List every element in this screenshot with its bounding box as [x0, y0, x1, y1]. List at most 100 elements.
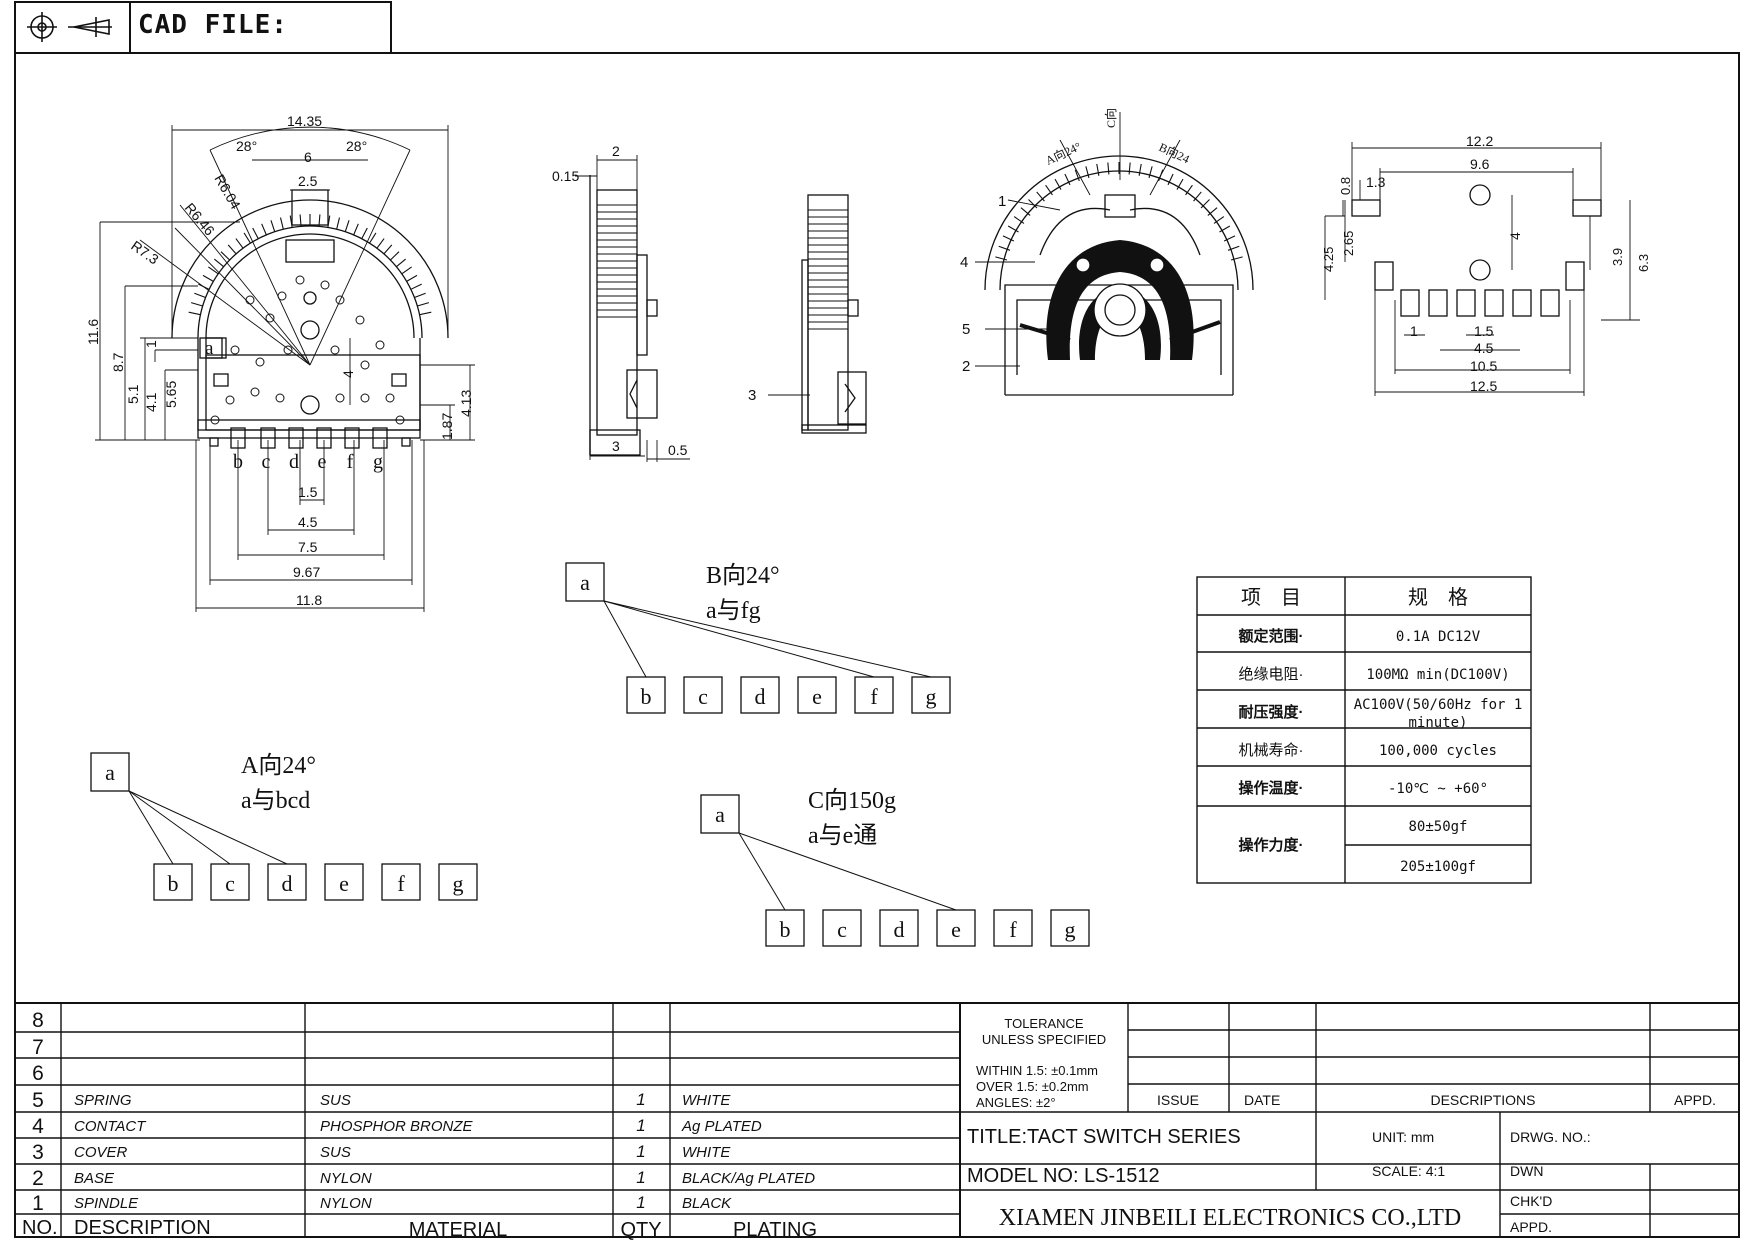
- bom-mat-1: NYLON: [320, 1195, 372, 1212]
- dim-side-0-5: 0.5: [668, 442, 688, 458]
- dim-angle-right: 28°: [346, 138, 367, 154]
- date-header: DATE: [1244, 1092, 1280, 1108]
- circuit-b-box-d: [740, 676, 780, 714]
- spec-value-3: 100,000 cycles: [1379, 743, 1497, 759]
- bom-mat-4: PHOSPHOR BRONZE: [320, 1118, 474, 1135]
- bom-no-5: 5: [32, 1089, 44, 1112]
- circuit-c-a-box: [700, 794, 740, 834]
- dir-c-label: C向: [1103, 108, 1118, 128]
- spec-head-value: 规 格: [1408, 586, 1468, 609]
- dim-4-5-front: 4.5: [298, 514, 318, 530]
- section-view: [975, 112, 1254, 396]
- dim-pcb-12-5: 12.5: [1470, 378, 1497, 394]
- bom-no-8: 8: [32, 1009, 44, 1032]
- spec-value-5-b: 205±100gf: [1400, 859, 1476, 875]
- bom-qty-4: 1: [636, 1116, 645, 1135]
- circuit-b-pin-b: b: [641, 684, 652, 709]
- issue-header: ISSUE: [1157, 1092, 1199, 1108]
- circuit-c-pin-f: f: [1009, 917, 1017, 942]
- dim-r604: R6.04: [211, 172, 244, 213]
- circuit-c-box-f: [993, 909, 1033, 947]
- appd-label: APPD.: [1510, 1219, 1552, 1235]
- sheet-border: [14, 52, 1740, 1238]
- unit-text: UNIT: mm: [1372, 1129, 1434, 1145]
- front-pin-label-e: e: [318, 451, 327, 473]
- bom-qty-1: 1: [636, 1193, 645, 1212]
- dim-4-13: 4.13: [458, 390, 474, 417]
- dim-pcb-10-5: 10.5: [1470, 358, 1497, 374]
- chkd-label: CHK'D: [1510, 1193, 1552, 1209]
- circuit-b-pin-f: f: [870, 684, 878, 709]
- circuit-b-a-box: [565, 562, 605, 602]
- bom-no-1: 1: [32, 1192, 44, 1215]
- spec-value-5: 80±50gf: [1408, 819, 1467, 835]
- dim-r73: R7.3: [128, 237, 162, 267]
- bom-head-material: MATERIAL: [409, 1219, 508, 1240]
- circuit-c-pin-g: g: [1065, 917, 1076, 942]
- tol-line-2: UNLESS SPECIFIED: [982, 1032, 1106, 1047]
- model-no-text: MODEL NO: LS-1512: [967, 1165, 1160, 1187]
- dim-11-8-front: 11.8: [296, 592, 322, 608]
- front-pin-label-d: d: [289, 451, 299, 473]
- circuit-c-pin-b: b: [780, 917, 791, 942]
- side2-label-3: 3: [748, 387, 756, 404]
- circuit-c-pin-d: d: [894, 917, 905, 942]
- dim-11-6: 11.6: [85, 319, 101, 345]
- bom-qty-3: 1: [636, 1142, 645, 1161]
- dim-angle-left: 28°: [236, 138, 257, 154]
- circuit-c-connection: a与e通: [808, 823, 877, 849]
- circuit-a-pin-c: c: [225, 871, 235, 896]
- dim-r646: R6.46: [182, 200, 218, 239]
- spec-item-1: 绝缘电阻·: [1239, 666, 1304, 683]
- spec-head-item: 项 目: [1241, 587, 1301, 609]
- dim-pcb-9-6: 9.6: [1470, 156, 1490, 172]
- dim-pcb-3-9: 3.9: [1610, 248, 1625, 266]
- dim-pcb-4: 4: [1507, 232, 1523, 240]
- dim-1-87: 1.87: [439, 413, 455, 440]
- bom-mat-5: SUS: [320, 1092, 351, 1109]
- circuit-a-box-f: [381, 863, 421, 901]
- title-block-grid: [15, 1002, 1739, 1237]
- bom-plating-1: BLACK: [682, 1195, 732, 1212]
- circuit-a-pin-e: e: [339, 871, 349, 896]
- circuit-c-box-g: [1050, 909, 1090, 947]
- front-pin-label-f: f: [347, 451, 354, 473]
- spec-item-3: 机械寿命·: [1239, 741, 1304, 759]
- front-pin-label-c: c: [262, 451, 271, 473]
- spec-item-0: 额定范围·: [1239, 627, 1304, 645]
- spec-value-0: 0.1A DC12V: [1396, 629, 1481, 645]
- bom-desc-3: COVER: [74, 1144, 128, 1161]
- bom-no-6: 6: [32, 1062, 44, 1085]
- dim-pcb-1-5: 1.5: [1474, 323, 1494, 339]
- scale-text: SCALE: 4:1: [1372, 1163, 1445, 1179]
- cad-file-title: CAD FILE:: [138, 10, 288, 40]
- bom-head-qty: QTY: [620, 1219, 661, 1240]
- dim-4-1: 4.1: [143, 392, 159, 412]
- dim-pcb-1-3: 1.3: [1366, 174, 1386, 190]
- dim-1-5-front: 1.5: [298, 484, 318, 500]
- side-view-2: [768, 194, 867, 434]
- circuit-b-a-label: a: [580, 570, 590, 595]
- dim-side-2: 2: [612, 143, 620, 159]
- bom-mat-3: SUS: [320, 1144, 351, 1161]
- appd-col-header: APPD.: [1674, 1092, 1716, 1108]
- bom-plating-2: BLACK/Ag PLATED: [682, 1170, 815, 1187]
- dim-pcb-0-8: 0.8: [1338, 177, 1353, 195]
- bom-qty-5: 1: [636, 1090, 645, 1109]
- circuit-a-connection: a与bcd: [241, 788, 310, 814]
- section-label-5: 5: [962, 321, 970, 338]
- dim-6: 6: [304, 149, 312, 165]
- bom-plating-3: WHITE: [682, 1144, 731, 1161]
- circuit-b-connection: a与fg: [706, 598, 761, 624]
- dim-5-1: 5.1: [125, 384, 141, 404]
- section-label-2: 2: [962, 358, 970, 375]
- spec-table: [1196, 576, 1532, 884]
- side-view-1: [575, 155, 690, 462]
- dim-pcb-12-2: 12.2: [1466, 133, 1493, 149]
- circuit-a-pin-b: b: [168, 871, 179, 896]
- bom-head-no: NO.: [22, 1217, 58, 1239]
- projection-symbol-icon: [27, 12, 112, 42]
- dim-14-35: 14.35: [287, 113, 322, 129]
- descriptions-header: DESCRIPTIONS: [1430, 1092, 1535, 1108]
